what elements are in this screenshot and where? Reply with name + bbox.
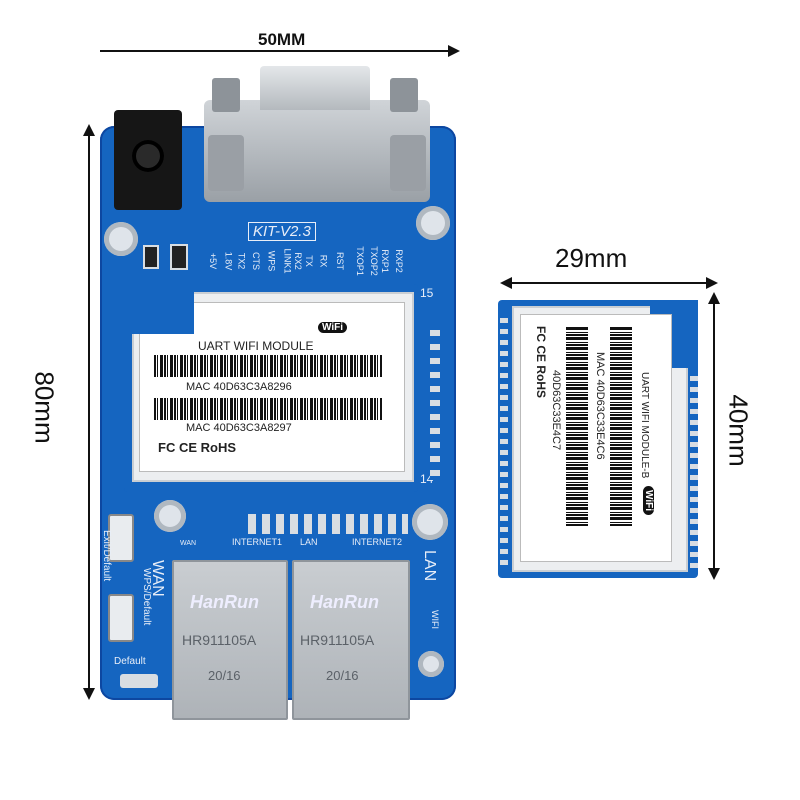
pin-label: WPS [266, 250, 277, 272]
mount-hole-tr [416, 206, 450, 240]
db9-standoff-right [390, 135, 426, 191]
wps-default-button[interactable] [108, 594, 134, 642]
led-row [248, 514, 408, 534]
side-module-mac-1: MAC 40D63C33E4C6 [594, 352, 606, 460]
default-button-pads [120, 674, 158, 688]
mount-hole-br [418, 651, 444, 677]
mount-hole-ml [154, 500, 186, 532]
led-label-internet2: INTERNET2 [352, 537, 403, 547]
pin-label: RX [318, 254, 329, 268]
pin-label: LINK1 [282, 248, 293, 274]
main-module-mac-2: MAC 40D63C3A8297 [186, 422, 292, 434]
exit-default-button[interactable] [108, 514, 134, 562]
db9-screw-left [212, 78, 240, 112]
left-height-label: 80mm [29, 371, 60, 444]
left-height-line [88, 132, 90, 690]
side-module-barcode-2 [610, 326, 632, 526]
module-width-label: 29mm [555, 243, 628, 273]
pin-label: 1.8V [223, 251, 234, 271]
module-width-arrow-right [706, 277, 718, 289]
main-module-barcode-2 [154, 398, 382, 420]
smd-capacitor [170, 244, 188, 270]
rj45-wan-model: HR911105A [182, 632, 257, 648]
rj45-lan-code: 20/16 [326, 668, 359, 683]
module-height-arrow-down [708, 568, 720, 580]
side-module-label [520, 314, 672, 562]
main-module-barcode-1 [154, 355, 382, 377]
main-module-cert: FC CE RoHS [158, 440, 236, 455]
pin-label-row: +5V 1.8V TX2 CTS WPS LINK1 RX2 TX RX RST… [205, 246, 405, 282]
module-height-line [713, 300, 715, 572]
top-width-label: 50MM [258, 30, 306, 49]
left-height-arrow-up [83, 124, 95, 136]
side-module-barcode-1 [566, 326, 588, 526]
pin-label: RXP1 [379, 249, 390, 273]
pin-label: RX2 [292, 252, 303, 270]
main-module-mac-1: MAC 40D63C3A8296 [186, 381, 292, 393]
pin-label: TX2 [236, 252, 247, 270]
side-module-title: UART WIFI MODULE-B [639, 372, 650, 479]
pin-label: CTS [251, 252, 261, 270]
led-label-internet1: INTERNET1 [232, 537, 283, 547]
dc-jack-socket [132, 140, 164, 172]
mount-hole-tl [104, 222, 138, 256]
wifi-led-label: WIFI [430, 610, 440, 629]
side-module-cert: FC CE RoHS [534, 326, 548, 398]
left-height-arrow-down [83, 688, 95, 700]
rj45-wan-brand: HanRun [190, 592, 259, 612]
pin-label: TXOP2 [368, 246, 379, 276]
module-width-line [506, 282, 710, 284]
pin-label: TXOP1 [354, 246, 365, 276]
pin-label: RST [335, 252, 345, 270]
side-module-wifi-badge: WiFi [643, 486, 654, 516]
exit-default-label: Exit/Default [101, 530, 112, 582]
side-module-pins-right [690, 376, 698, 572]
led-label-lan: LAN [300, 537, 318, 547]
main-module-wifi-badge: WiFi [318, 322, 348, 333]
main-module-title: UART WIFI MODULE [198, 339, 314, 353]
wan-small-label: WAN [180, 540, 197, 547]
top-width-arrow-right [448, 45, 460, 57]
side-module-pins-left [500, 318, 508, 570]
rj45-wan-jack [172, 560, 288, 720]
default-label: Default [114, 656, 146, 667]
rj45-lan-brand: HanRun [310, 592, 379, 612]
top-width-line [100, 50, 455, 52]
db9-standoff-left [208, 135, 244, 191]
side-module-mac-2: 40D63C33E4C7 [550, 370, 562, 451]
wan-port-label: WAN [149, 560, 166, 597]
rj45-wan-code: 20/16 [208, 668, 241, 683]
smd-resistor [143, 245, 159, 269]
main-module-notch [124, 284, 194, 334]
board-version-label: KIT-V2.3 [248, 222, 316, 241]
rj45-lan-model: HR911105A [300, 632, 375, 648]
pin-label: RXP2 [393, 249, 404, 273]
pin-label: TX [303, 255, 314, 267]
mount-hole-mr [412, 504, 448, 540]
lan-port-label: LAN [421, 550, 438, 582]
db9-screw-right [390, 78, 418, 112]
module-width-arrow-left [500, 277, 512, 289]
module-height-label: 40mm [723, 394, 754, 467]
rj45-lan-jack [292, 560, 410, 720]
right-pin-header [430, 330, 440, 480]
pin-label: +5V [208, 252, 219, 270]
module-height-arrow-up [708, 292, 720, 304]
db9-shell [260, 66, 370, 110]
pin-15-label: 15 [420, 286, 434, 300]
